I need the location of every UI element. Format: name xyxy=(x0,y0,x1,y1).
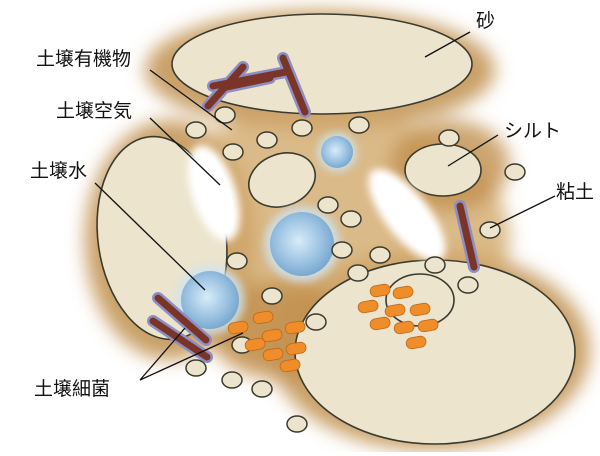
label-clay: 粘土 xyxy=(556,183,594,202)
label-sand: 砂 xyxy=(476,12,495,31)
label-organic-matter: 土壌有機物 xyxy=(36,50,131,69)
label-soil-air: 土壌空気 xyxy=(56,102,132,121)
label-silt: シルト xyxy=(504,122,561,141)
label-soil-bacteria: 土壌細菌 xyxy=(34,380,110,399)
label-soil-water: 土壌水 xyxy=(30,162,87,181)
